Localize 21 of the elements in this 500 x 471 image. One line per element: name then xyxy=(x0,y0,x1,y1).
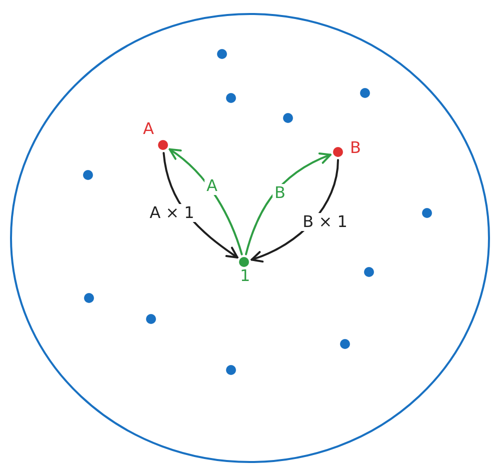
dot xyxy=(422,208,432,218)
dot xyxy=(226,93,236,103)
dot xyxy=(283,113,293,123)
arrow xyxy=(168,148,243,256)
arrow xyxy=(244,152,332,256)
point-label: B xyxy=(350,139,361,157)
edge-label: A xyxy=(204,177,220,195)
dot xyxy=(226,365,236,375)
edge-label: A × 1 xyxy=(148,204,196,222)
dot xyxy=(84,293,94,303)
dot xyxy=(158,140,168,150)
dot xyxy=(83,170,93,180)
dot xyxy=(364,267,374,277)
dot xyxy=(239,257,249,267)
dot xyxy=(333,147,343,157)
dot xyxy=(146,314,156,324)
point-label: A xyxy=(143,120,154,138)
dot xyxy=(340,339,350,349)
point-label: 1 xyxy=(240,267,250,285)
dot xyxy=(360,88,370,98)
dot xyxy=(217,49,227,59)
